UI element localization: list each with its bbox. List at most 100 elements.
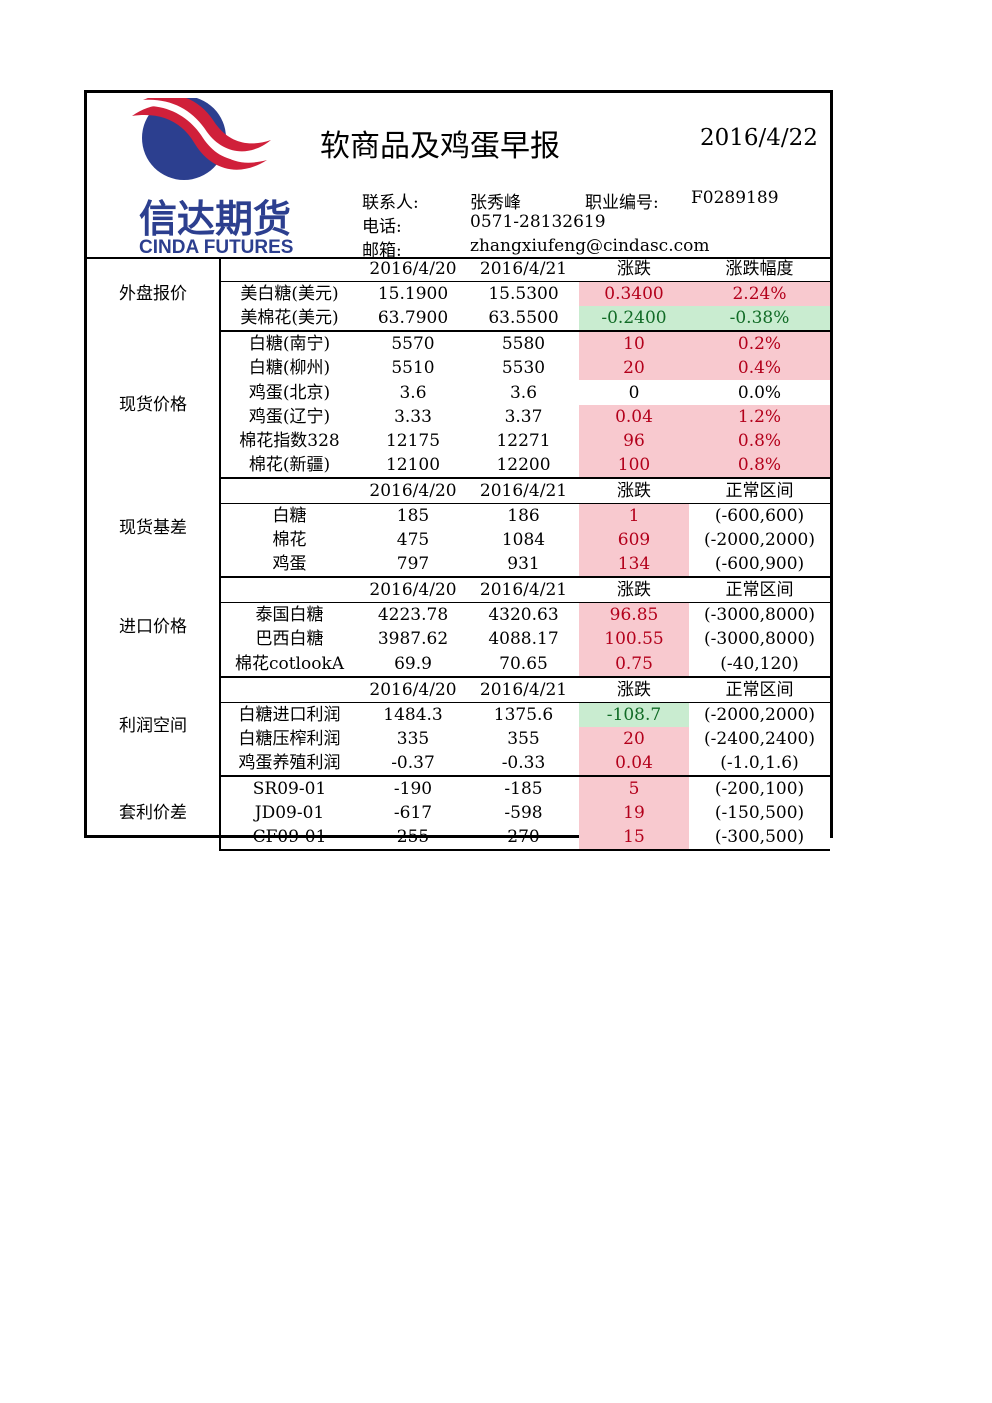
cinda-logo: 信达期货 CINDA FUTURES — [127, 94, 327, 258]
change-value: 134 — [579, 552, 689, 579]
curr-value: 4320.63 — [488, 605, 559, 626]
email-address[interactable]: zhangxiufeng@cindasc.com — [470, 236, 710, 256]
extra-value: (-40,120) — [689, 651, 830, 678]
change-value: 96.85 — [579, 602, 689, 628]
prev-value: -190 — [393, 779, 433, 800]
change-value: -0.2400 — [579, 306, 689, 333]
phone-number: 0571-28132619 — [470, 212, 606, 232]
change-value: 15 — [579, 825, 689, 852]
item-name: 棉花cotlookA — [220, 651, 358, 678]
prev-value: 3987.62 — [377, 629, 449, 650]
curr-value: 1375.6 — [493, 704, 554, 725]
change-value: 0.3400 — [579, 281, 689, 307]
extra-value: (-600,900) — [689, 552, 830, 579]
section-label: 现货基差 — [87, 477, 221, 578]
change-value: 100 — [579, 452, 689, 479]
extra-value: (-2400,2400) — [689, 726, 830, 751]
item-name: 白糖进口利润 — [238, 704, 341, 725]
change-value: 20 — [579, 356, 689, 381]
curr-value: 3.37 — [504, 406, 543, 427]
curr-value: 355 — [507, 728, 540, 749]
prev-value: -0.37 — [358, 750, 468, 777]
page-title: 软商品及鸡蛋早报 — [320, 129, 560, 164]
curr-value: 70.65 — [468, 651, 579, 678]
curr-value: 270 — [468, 825, 579, 852]
item-name: 鸡蛋(北京) — [248, 382, 331, 403]
license-number: F0289189 — [691, 188, 779, 208]
item-name: 鸡蛋 — [220, 552, 358, 579]
extra-value: (-150,500) — [689, 801, 830, 826]
prev-date-header: 2016/4/20 — [358, 257, 468, 283]
prev-value: 4223.78 — [377, 605, 449, 626]
change-value: 1 — [579, 503, 689, 529]
extra-value: -0.38% — [689, 306, 830, 333]
change-value: 10 — [579, 331, 689, 357]
item-name: 白糖 — [272, 505, 307, 526]
prev-value: 15.1900 — [377, 284, 449, 305]
report-date: 2016/4/22 — [700, 125, 818, 151]
prev-value: 5510 — [391, 358, 435, 379]
contact-name: 张秀峰 — [470, 193, 521, 213]
curr-date-header: 2016/4/21 — [468, 477, 579, 504]
item-name: 白糖(南宁) — [248, 334, 331, 355]
change-value: 0.75 — [579, 651, 689, 678]
section-label: 进口价格 — [87, 577, 221, 677]
item-name: 巴西白糖 — [255, 629, 324, 650]
curr-value: -0.33 — [468, 750, 579, 777]
curr-value: 12200 — [468, 452, 579, 479]
contact-label: 联系人: — [362, 193, 419, 213]
item-name: 鸡蛋(辽宁) — [248, 406, 331, 427]
report-sheet: 信达期货 CINDA FUTURES 软商品及鸡蛋早报 2016/4/22 联系… — [84, 90, 833, 852]
extra-value: (-3000,8000) — [689, 602, 830, 628]
extra-value: (-3000,8000) — [689, 627, 830, 652]
item-name: 白糖压榨利润 — [238, 728, 341, 749]
prev-value: 797 — [358, 552, 468, 579]
curr-value: 63.5500 — [468, 306, 579, 333]
extra-value: 0.4% — [689, 356, 830, 381]
extra-value: (-600,600) — [689, 503, 830, 529]
change-header: 涨跌 — [579, 676, 689, 703]
section-label: 套利价差 — [87, 775, 221, 851]
curr-date-header: 2016/4/21 — [468, 257, 579, 283]
prev-value: 12175 — [385, 430, 441, 451]
prev-date-header: 2016/4/20 — [358, 577, 468, 604]
prev-value: 255 — [358, 825, 468, 852]
prev-date-header: 2016/4/20 — [358, 676, 468, 703]
extra-header: 正常区间 — [689, 577, 830, 604]
extra-value: (-300,500) — [689, 825, 830, 852]
extra-value: (-1.0,1.6) — [689, 750, 830, 777]
curr-value: 5580 — [501, 334, 546, 355]
change-value: 96 — [579, 428, 689, 453]
extra-value: (-2000,2000) — [689, 528, 830, 553]
curr-value: 3.6 — [509, 382, 538, 403]
extra-value: 0.0% — [689, 380, 830, 405]
prev-value: 12100 — [358, 452, 468, 479]
curr-date-header: 2016/4/21 — [468, 676, 579, 703]
item-name: CF09-01 — [220, 825, 358, 852]
change-value: -108.7 — [579, 702, 689, 727]
prev-value: 69.9 — [358, 651, 468, 678]
item-name: 白糖(柳州) — [248, 358, 331, 379]
item-name: 棉花(新疆) — [220, 452, 358, 479]
curr-value: 12271 — [496, 430, 551, 451]
logo-chinese-name: 信达期货 — [139, 197, 291, 241]
item-name: 美棉花(美元) — [220, 306, 358, 333]
curr-date-header: 2016/4/21 — [468, 577, 579, 604]
item-name: SR09-01 — [252, 779, 327, 800]
section-label: 外盘报价 — [87, 257, 221, 332]
